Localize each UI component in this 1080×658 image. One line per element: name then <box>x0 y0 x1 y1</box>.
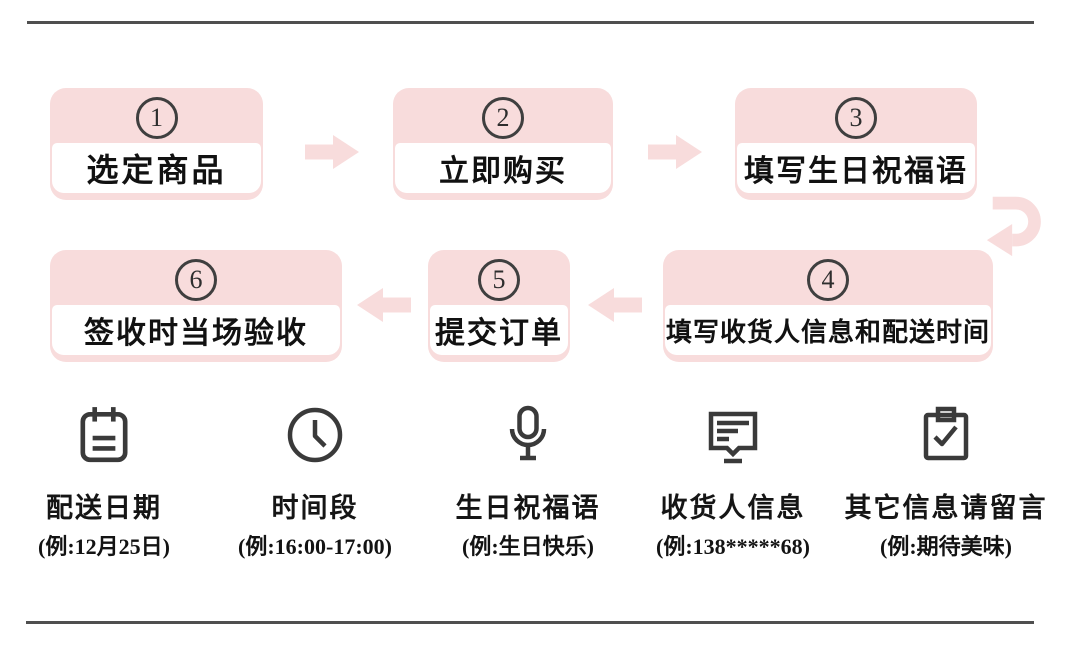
step-number-badge: 3 <box>835 97 877 139</box>
legend-title: 时间段 <box>271 493 359 523</box>
step-number-badge: 5 <box>478 259 520 301</box>
step-label: 填写收货人信息和配送时间 <box>665 305 991 355</box>
step-box-3: 3 填写生日祝福语 <box>735 88 977 200</box>
legend-item-birthday-wish: 生日祝福语 (例:生日快乐) <box>413 400 643 561</box>
legend-example: (例:12月25日) <box>38 534 170 559</box>
legend-title: 其它信息请留言 <box>844 493 1048 523</box>
step-box-6: 6 签收时当场验收 <box>50 250 342 362</box>
step-label: 提交订单 <box>430 305 568 355</box>
step-box-4: 4 填写收货人信息和配送时间 <box>663 250 993 362</box>
legend-item-delivery-date: 配送日期 (例:12月25日) <box>0 400 219 561</box>
legend-example: (例:生日快乐) <box>462 534 594 559</box>
bottom-divider-line <box>26 621 1034 624</box>
top-divider-line <box>27 21 1034 24</box>
step-label: 立即购买 <box>395 143 611 193</box>
legend-title: 生日祝福语 <box>455 493 601 523</box>
legend-example: (例:138*****68) <box>656 534 810 559</box>
step-label: 签收时当场验收 <box>52 305 340 355</box>
step-box-5: 5 提交订单 <box>428 250 570 362</box>
clipboard-check-icon <box>831 400 1061 470</box>
legend-title: 配送日期 <box>46 493 162 523</box>
arrow-left-icon <box>357 288 411 322</box>
step-number-badge: 6 <box>175 259 217 301</box>
microphone-icon <box>413 400 643 470</box>
step-label: 填写生日祝福语 <box>737 143 975 193</box>
step-label: 选定商品 <box>52 143 261 193</box>
legend-item-time-slot: 时间段 (例:16:00-17:00) <box>200 400 430 561</box>
arrow-uturn-icon <box>986 196 1041 257</box>
arrow-right-icon <box>648 135 702 169</box>
legend-example: (例:期待美味) <box>880 534 1012 559</box>
message-icon <box>618 400 848 470</box>
legend-title: 收货人信息 <box>660 493 806 523</box>
step-box-1: 1 选定商品 <box>50 88 263 200</box>
arrow-left-icon <box>588 288 642 322</box>
step-number-badge: 1 <box>135 97 178 139</box>
arrow-right-icon <box>305 135 359 169</box>
step-box-2: 2 立即购买 <box>393 88 613 200</box>
legend-item-recipient-info: 收货人信息 (例:138*****68) <box>618 400 848 561</box>
step-number-badge: 4 <box>807 259 849 301</box>
legend-example: (例:16:00-17:00) <box>238 534 392 559</box>
clock-icon <box>200 400 430 470</box>
calendar-icon <box>0 400 219 470</box>
legend-item-other-info: 其它信息请留言 (例:期待美味) <box>831 400 1061 561</box>
step-number-badge: 2 <box>482 97 524 139</box>
